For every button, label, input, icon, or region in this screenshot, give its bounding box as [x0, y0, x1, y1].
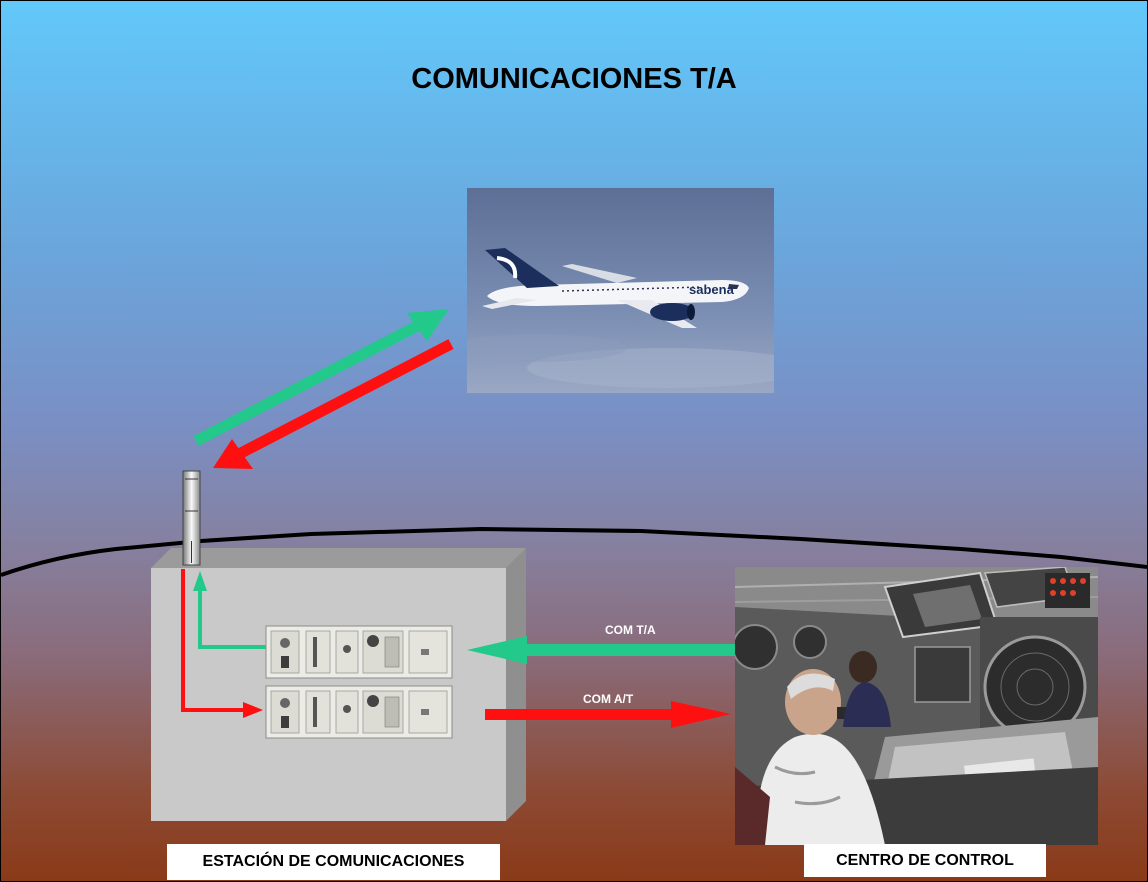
downlink-internal-arrow — [181, 569, 263, 718]
downlink-air-arrow — [213, 339, 454, 469]
uplink-ground-arrow — [467, 636, 736, 664]
uplink-air-arrow — [193, 309, 449, 446]
control-center-photo — [735, 567, 1098, 845]
downlink-flow-label: COM A/T — [583, 692, 634, 706]
control-room-illustration — [735, 567, 1098, 845]
station-label: ESTACIÓN DE COMUNICACIONES — [167, 844, 500, 880]
uplink-flow-label: COM T/A — [605, 623, 656, 637]
downlink-ground-arrow — [485, 701, 731, 728]
uplink-internal-arrow — [193, 571, 266, 649]
station-box — [151, 548, 526, 821]
page-title: COMUNICACIONES T/A — [411, 63, 737, 95]
radio-unit-upper — [265, 625, 453, 679]
radio-unit-lower — [265, 685, 453, 739]
antenna-icon — [182, 470, 201, 566]
airplane-illustration: sabena — [467, 188, 774, 393]
control-center-label: CENTRO DE CONTROL — [804, 844, 1046, 877]
airplane-livery-text: sabena — [689, 282, 735, 297]
horizon-line — [1, 526, 1147, 577]
airplane-photo: sabena — [467, 188, 774, 393]
